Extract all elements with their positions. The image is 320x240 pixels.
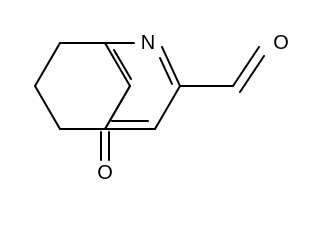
- bond-cho-o: [232, 46, 260, 87]
- chemical-structure: O N O: [34, 32, 289, 184]
- bond-c7-c8: [34, 42, 61, 87]
- bond-cho-o-double: [239, 55, 265, 93]
- ketone-group: O: [97, 131, 113, 184]
- bond-c8a-c4a: [104, 42, 131, 87]
- saturated-ring: [34, 42, 131, 130]
- ketone-oxygen-label: O: [97, 162, 113, 184]
- ring-nitrogen-label: N: [141, 32, 155, 54]
- bond-c2-c3: [154, 85, 181, 130]
- bond-c8a-c4a-inner: [113, 49, 132, 80]
- aldehyde-group: O: [179, 32, 289, 93]
- bond-n-c2-inner: [159, 57, 173, 85]
- bond-c6-c7: [34, 85, 61, 130]
- aldehyde-oxygen-label: O: [273, 32, 289, 54]
- bond-c4-c4a: [104, 85, 131, 130]
- pyridine-ring: N: [104, 32, 181, 130]
- bond-n-c2: [161, 46, 181, 87]
